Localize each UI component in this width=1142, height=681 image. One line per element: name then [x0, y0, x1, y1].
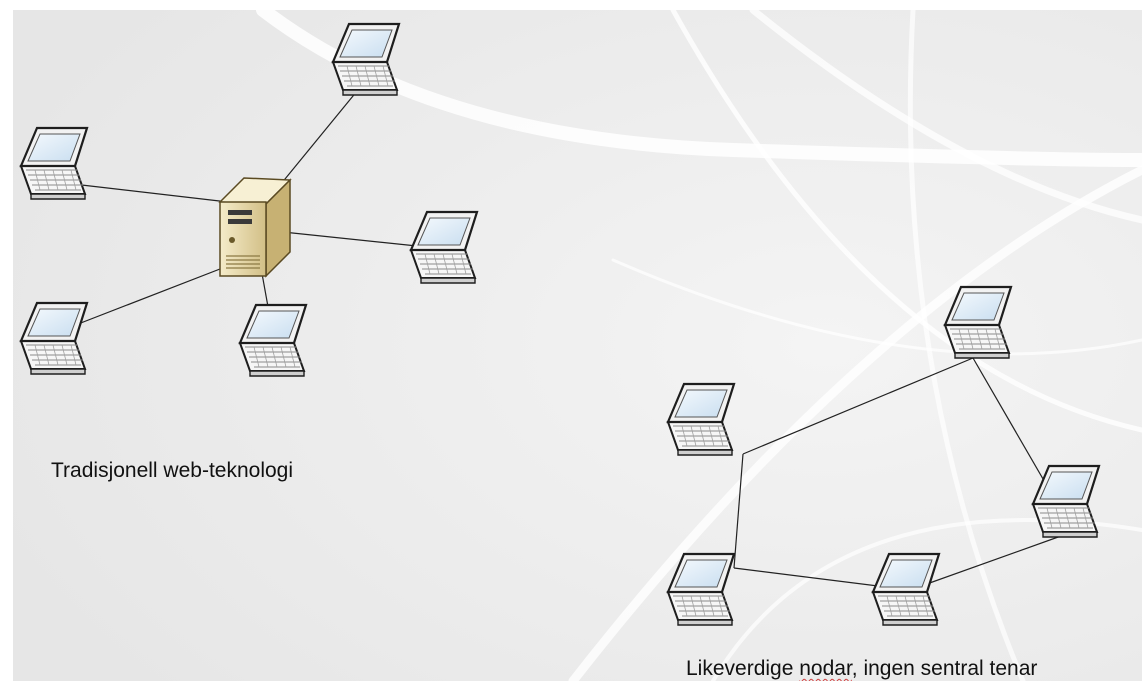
link-server-laptop-bottom-left	[72, 261, 239, 327]
caption-p2p-misspelled-word: nodar	[799, 657, 852, 680]
link-p2p-e-c	[909, 535, 1062, 591]
server-tower-icon	[218, 177, 292, 278]
caption-p2p-part2: , ingen sentral tenar	[851, 657, 1038, 680]
slide-canvas: Tradisjonell web-teknologi Likeverdige n…	[13, 10, 1142, 681]
network-diagram	[13, 10, 1142, 681]
caption-peer-to-peer: Likeverdige nodar, ingen sentral tenar	[686, 657, 1037, 681]
caption-p2p-part1: Likeverdige	[686, 657, 800, 680]
caption-traditional-web: Tradisjonell web-teknologi	[51, 459, 294, 482]
link-p2p-a-b	[742, 357, 974, 455]
link-server-laptop-left	[72, 183, 229, 203]
link-p2p-a-d	[733, 453, 744, 569]
